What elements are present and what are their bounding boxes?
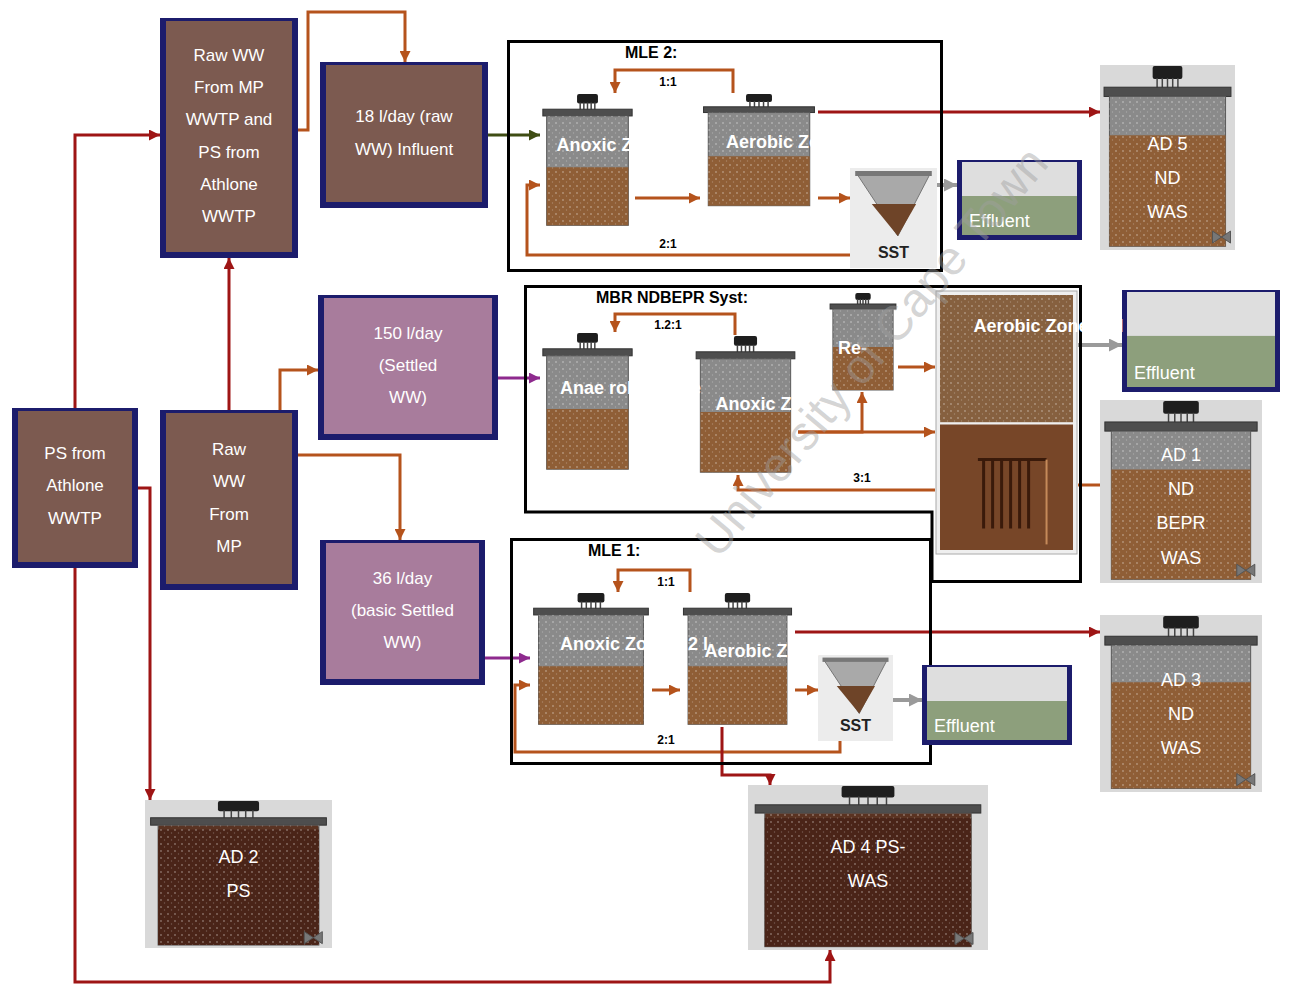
flow-connector bbox=[618, 570, 690, 592]
node-label: Anoxic Zone bbox=[716, 390, 776, 419]
node-label: Raw WW From MP WWTP and PS from Athlone … bbox=[181, 40, 277, 234]
digester-tank: AD 4 PS-WAS bbox=[748, 785, 988, 950]
node-label: AD 1 ND BEPR WAS bbox=[1151, 438, 1211, 575]
node-label: AD 2 PS bbox=[209, 840, 269, 908]
node-label: AD 4 PS-WAS bbox=[823, 830, 913, 898]
reactor-tank: Anoxic Zone 6.2 l bbox=[540, 93, 635, 228]
node-label: Anae robic Zone bbox=[560, 374, 615, 403]
digester-tank: AD 3 ND WAS bbox=[1100, 615, 1262, 792]
flow-connector bbox=[615, 314, 735, 335]
node-label: Effluent bbox=[934, 715, 995, 737]
flow-connector bbox=[893, 698, 922, 702]
settling-tank: SST bbox=[818, 655, 893, 741]
feed-box: 36 l/day (basic Settled WW) bbox=[320, 540, 485, 685]
node-label: Aerobic Zone bbox=[705, 637, 771, 666]
node-label: Raw WW From MP bbox=[199, 434, 259, 563]
effluent-tank: Effluent bbox=[957, 160, 1082, 240]
node-label: Aerobic Zone 32 l bbox=[974, 312, 1040, 341]
node-label: Re- bbox=[838, 334, 888, 363]
node-label: AD 3 ND WAS bbox=[1151, 663, 1211, 766]
settling-tank: SST bbox=[850, 168, 937, 268]
node-label: MLE 1: bbox=[588, 542, 640, 560]
node-label: 36 l/day (basic Settled WW) bbox=[351, 563, 455, 660]
ratio-label: 1:1 bbox=[655, 575, 676, 589]
reactor-tank: Anoxic Zone bbox=[693, 335, 798, 475]
flow-connector bbox=[798, 431, 935, 434]
reactor-tank: Anae robic Zone bbox=[540, 332, 635, 472]
flow-connector bbox=[652, 689, 680, 692]
flow-connector bbox=[298, 455, 400, 540]
node-label: SST bbox=[878, 244, 909, 262]
digester-tank-drawing bbox=[145, 800, 332, 948]
effluent-tank: Effluent bbox=[922, 665, 1072, 745]
flow-connector bbox=[498, 377, 540, 380]
reactor-tank: Anoxic Zone 6.2 l bbox=[530, 592, 652, 727]
flow-connector bbox=[738, 475, 935, 490]
flow-connector bbox=[228, 258, 231, 410]
node-label: 18 l/day (raw WW) Influent bbox=[354, 101, 454, 166]
source-box: PS from Athlone WWTP bbox=[12, 408, 138, 568]
flow-connector bbox=[488, 134, 540, 137]
system-frame: MLE 1: Anoxic Zone 6.2 l Aerobic ZoneSST bbox=[510, 538, 932, 765]
reactor-tank-drawing bbox=[530, 592, 652, 727]
ratio-label: 1.2:1 bbox=[652, 318, 683, 332]
node-label: MLE 2: bbox=[625, 44, 677, 62]
flow-connector bbox=[898, 366, 935, 369]
node-label: 150 l/day (Settled WW) bbox=[363, 318, 453, 415]
flow-connector bbox=[795, 631, 1100, 634]
flow-connector bbox=[818, 197, 850, 200]
reactor-tank: Re- bbox=[828, 292, 898, 392]
node-label: PS from Athlone WWTP bbox=[23, 438, 128, 535]
watermark: University of Cape Town bbox=[684, 136, 1058, 567]
flow-connector bbox=[75, 135, 160, 408]
digester-tank: AD 2 PS bbox=[145, 800, 332, 948]
node-label: AD 5 ND WAS bbox=[1138, 127, 1198, 230]
reactor-tank: Aerobic Zone bbox=[700, 93, 818, 208]
digester-tank-drawing bbox=[748, 785, 988, 950]
flow-connector bbox=[485, 657, 530, 660]
flow-connector bbox=[798, 392, 862, 432]
effluent-tank: Effluent bbox=[1122, 290, 1280, 392]
flow-connector bbox=[795, 689, 818, 692]
node-label: Anoxic Zone 6.2 l bbox=[560, 630, 622, 659]
node-label: Effluent bbox=[969, 210, 1030, 232]
flow-connector bbox=[635, 197, 700, 200]
membrane-tank: Aerobic Zone 32 l bbox=[935, 290, 1078, 555]
node-label: Anoxic Zone 6.2 l bbox=[557, 131, 619, 160]
flow-connector bbox=[818, 111, 1100, 114]
ratio-label: 2:1 bbox=[657, 237, 678, 251]
reactor-tank-drawing bbox=[540, 93, 635, 228]
flow-connector bbox=[280, 370, 318, 410]
source-box: 18 l/day (raw WW) Influent bbox=[320, 62, 488, 208]
reactor-tank: Aerobic Zone bbox=[680, 592, 795, 727]
ratio-label: 1:1 bbox=[657, 75, 678, 89]
source-box: Raw WW From MP WWTP and PS from Athlone … bbox=[160, 18, 298, 258]
system-frame: MLE 2: Anoxic Zone 6.2 l Aerobic ZoneSST bbox=[507, 40, 943, 272]
reactor-tank-drawing bbox=[540, 332, 635, 472]
digester-tank: AD 5 ND WAS bbox=[1100, 65, 1235, 250]
flow-connector bbox=[138, 488, 150, 800]
flow-connector bbox=[722, 727, 770, 785]
source-box: Raw WW From MP bbox=[160, 410, 298, 590]
ratio-label: 3:1 bbox=[851, 471, 872, 485]
node-label: SST bbox=[840, 717, 871, 735]
digester-tank-drawing bbox=[1100, 615, 1262, 792]
feed-box: 150 l/day (Settled WW) bbox=[318, 295, 498, 440]
node-label: Aerobic Zone bbox=[726, 128, 792, 157]
node-label: MBR NDBEPR Syst: bbox=[596, 289, 748, 307]
flow-connector bbox=[615, 70, 733, 93]
flow-connector bbox=[1078, 343, 1122, 347]
ratio-label: 2:1 bbox=[655, 733, 676, 747]
digester-tank: AD 1 ND BEPR WAS bbox=[1100, 400, 1262, 583]
node-label: Effluent bbox=[1134, 362, 1195, 384]
